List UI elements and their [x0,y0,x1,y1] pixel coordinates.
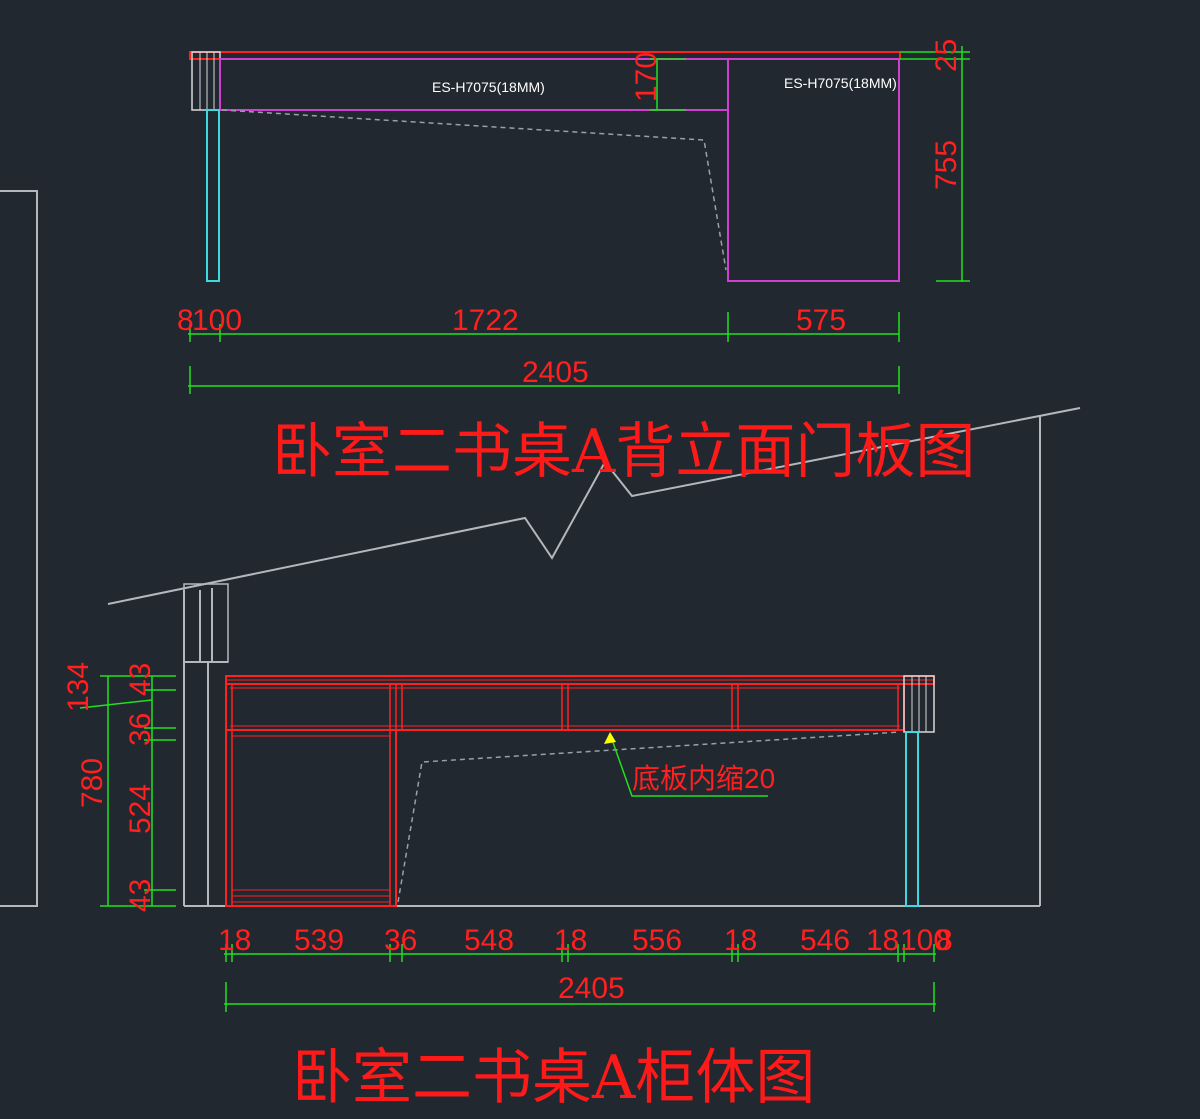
sloped-ceiling-line [107,407,1081,605]
dim-total-value: 2405 [522,356,589,389]
dim-cab-seg-4: 548 [464,924,514,957]
dim-left-seg-2: 36 [124,713,157,746]
dim-cab-seg-7: 18 [724,924,757,957]
panel-label-right: ES-H7075(18MM) [784,75,897,91]
note-leader: 底板内缩20 [604,732,775,797]
panel-label-left: ES-H7075(18MM) [432,79,545,95]
dim-cab-total: 2405 [558,972,625,1005]
dim-cab-seg-1: 18 [218,924,251,957]
dim-cabinet-bottom [224,944,936,1012]
hidden-line-cabinet [397,731,901,903]
left-leg [206,109,220,282]
cabinet-back-panel [727,58,900,282]
back-elevation-drawing: ES-H7075(18MM) ES-H7075(18MM) 170 25 755 [177,39,975,487]
back-elevation-title: 卧室二书桌A背立面门板图 [272,417,975,487]
dim-drawer-height-value: 170 [630,52,663,102]
dim-left-top-group: 134 [62,662,95,712]
desk-top-edge [189,51,901,60]
dim-cab-seg-10: 100 [900,924,950,957]
right-leg [905,731,919,907]
dim-left-seg-1: 43 [124,663,157,696]
cabinet-partitions [225,676,899,906]
leader-line [609,733,768,797]
dim-left-vertical [79,675,176,907]
left-cabinet-box [225,729,397,907]
cabinet-drawing: 底板内缩20 134 780 43 36 524 43 [62,662,953,1113]
dim-bottom-seg-2: 100 [192,304,242,337]
left-wall-column [183,583,229,663]
dim-right-main-value: 755 [930,140,963,190]
dim-bottom-seg-3: 1722 [452,304,519,337]
dim-bottom-segments [188,312,900,394]
leader-arrow [604,732,616,744]
dim-left-seg-4: 43 [124,879,157,912]
dim-right-vertical [900,46,970,282]
cabinet-title: 卧室二书桌A柜体图 [292,1043,815,1113]
dim-cab-seg-6: 556 [632,924,682,957]
dim-bottom-seg-1: 8 [177,304,194,337]
hidden-line [221,109,727,271]
dim-cab-seg-8: 546 [800,924,850,957]
dim-left-outer: 780 [76,758,109,808]
dim-cab-seg-11: 8 [936,924,953,957]
dim-cab-seg-3: 36 [384,924,417,957]
left-wall-outline [0,190,38,907]
dim-right-top-value: 25 [930,39,963,72]
drawer-row [225,683,905,731]
bottom-board-note: 底板内缩20 [632,763,775,794]
dim-cab-seg-5: 18 [554,924,587,957]
left-end-block [191,51,221,111]
dim-cab-seg-9: 18 [866,924,899,957]
dim-leader [79,699,153,709]
dim-drawer-height: 170 [630,52,686,111]
dim-bottom-seg-4: 575 [796,304,846,337]
dim-left-seg-3: 524 [124,784,157,834]
dim-cab-seg-2: 539 [294,924,344,957]
